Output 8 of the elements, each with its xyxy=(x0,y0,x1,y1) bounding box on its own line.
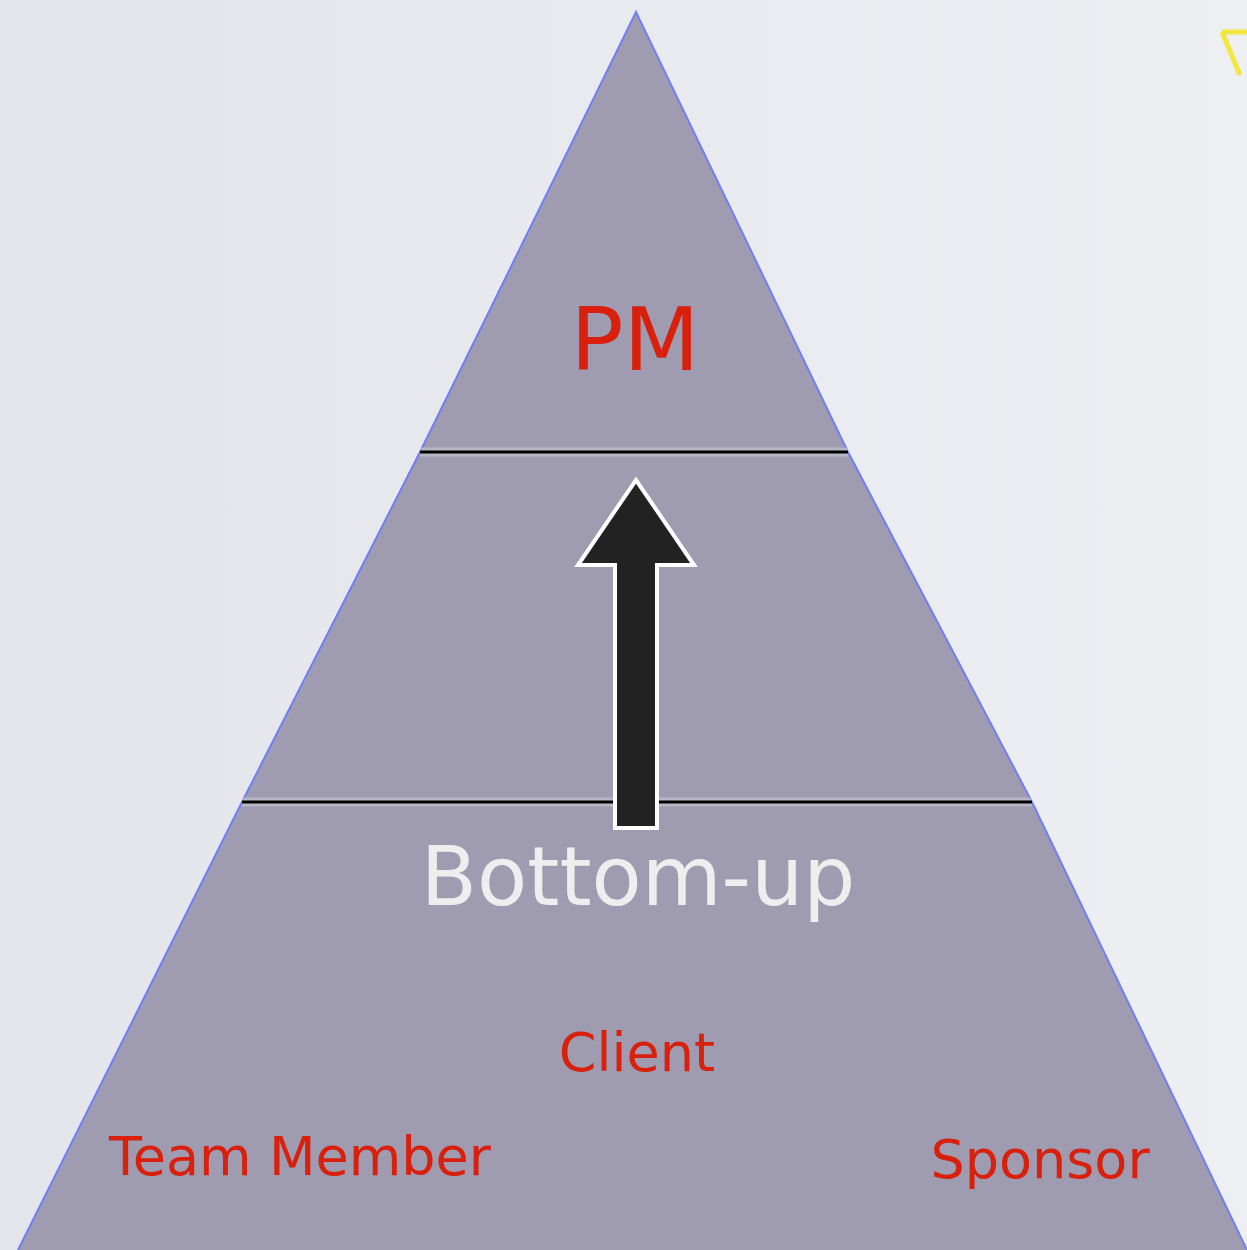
role-label: PM xyxy=(570,296,700,384)
block-arrow xyxy=(574,476,698,830)
pyramid-band xyxy=(420,12,848,452)
role-label: Client xyxy=(558,1026,716,1080)
role-label: Sponsor xyxy=(930,1133,1150,1187)
role-label: Team Member xyxy=(109,1130,491,1184)
pyramid-band xyxy=(242,452,1032,802)
pyramid-band xyxy=(18,802,1247,1250)
